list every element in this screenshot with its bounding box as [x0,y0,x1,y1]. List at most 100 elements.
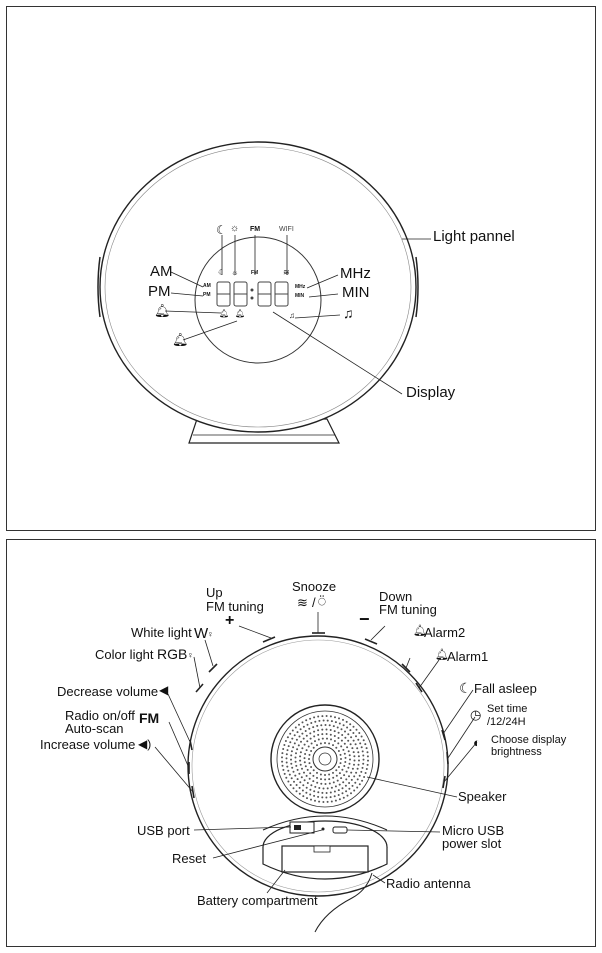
speaker-grille-hole [342,796,345,799]
auto-scan-label: Auto-scan [65,721,124,736]
speaker-grille-hole [335,774,338,777]
speaker-grille-hole [363,776,366,778]
speaker-grille-hole [342,781,345,784]
speaker-grille-hole [340,739,343,742]
speaker-grille-hole [304,765,307,768]
speaker-grille-hole [324,724,327,726]
speaker-grille-hole [286,736,289,739]
speaker-grille-hole [362,758,365,761]
speaker-grille-hole [357,755,360,758]
speaker-grille [281,715,369,803]
fall-asleep-label: Fall asleep [474,681,537,696]
speaker-grille-hole [333,740,336,742]
speaker-grille-hole [354,743,357,746]
speaker-grille-hole [312,769,315,772]
speaker-grille-hole [321,791,324,794]
rgb-symbol: RGB [157,646,188,662]
speaker-grille-hole [360,770,363,773]
speaker-grille-hole [326,737,328,740]
speaker-grille-hole [364,743,367,746]
speaker-grille-hole [298,786,301,789]
up-label: Up [206,585,223,600]
speaker-grille-hole [340,758,342,760]
bottom-diagram-drawing [154,612,478,933]
decrease-volume-label: Decrease volume [57,684,159,699]
speaker-grille-hole [290,777,293,780]
speaker-grille-hole [298,735,301,738]
speaker-grille-hole [366,755,369,758]
speaker-grille-hole [324,778,327,781]
speaker-grille-hole [317,791,320,794]
speaker-grille-hole [285,753,288,756]
speaker-grille-hole [304,730,307,732]
speaker-grille-hole [336,779,339,782]
speaker-grille-hole [330,800,333,803]
speaker-grille-hole [328,778,331,781]
speaker-grille-hole [293,742,296,745]
clock-icon: ◷ [470,707,482,722]
speaker-grille-hole [318,800,321,803]
speaker-grille-hole [364,772,367,774]
speaker-grille-hole [338,772,341,775]
speaker-grille-hole [295,790,298,793]
speaker-low-icon: ◀ [159,683,169,697]
speaker-grille-hole [292,770,295,773]
speaker-grille-hole [286,765,289,768]
speaker-grille-hole [305,786,308,789]
snooze-label: Snooze [292,579,337,594]
speaker-grille-hole [281,760,284,763]
speaker-grille-hole [309,793,312,796]
speaker-grille-hole [334,716,336,719]
speaker-grille-hole [338,717,340,720]
music-small-icon: ♫ [289,311,295,320]
speaker-grille-hole [308,727,311,730]
speaker-grille-hole [313,716,316,719]
speaker-grille-hole [309,737,312,740]
white-symbol: W [194,625,209,642]
speaker-grille-hole [358,759,360,762]
speaker-grille-hole [357,738,360,741]
speaker-grille-hole [362,754,365,757]
speaker-grille-hole [316,724,319,727]
speaker-grille-hole [298,772,301,775]
speaker-grille-hole [343,752,346,755]
speaker-grille-hole [303,761,306,764]
speaker-grille-hole [320,782,323,785]
speaker-grille-hole [326,787,329,790]
radio-on-off-label: Radio on/off [65,708,135,723]
speaker-grille-hole [342,718,344,721]
speaker-grille-hole [353,775,356,778]
speaker-grille-hole [292,787,295,790]
speaker-grille-hole [322,719,325,722]
speaker-grille-hole [316,781,319,784]
speaker-grille-hole [350,778,353,781]
bottom-diagram-panel: Up FM tuning + Snooze ≋ / ⍥ Down FM tuni… [6,539,596,947]
speaker-grille-hole [325,796,328,799]
sun-icon: ☼ [230,223,240,234]
speaker-grille-hole [303,771,305,774]
speaker-grille-hole [282,768,285,771]
speaker-grille-hole [346,726,349,729]
speaker-grille-hole [358,774,361,777]
speaker-grille-hole [285,776,288,779]
speaker-grille-hole [308,762,311,765]
speaker-grille-hole [349,743,352,746]
speaker-grille-hole [342,748,345,751]
speaker-grille-hole [281,756,283,759]
usb-port-shape [289,821,315,834]
speaker-grille-hole [333,735,336,737]
speaker-grille-hole [285,757,288,760]
speaker-grille-hole [332,781,335,784]
choose-display-label: Choose display [491,734,567,746]
speaker-grille-hole [338,722,341,725]
light-panel-label: Light pannel [433,228,515,245]
speaker-grille-hole [345,778,348,781]
speaker-grille-hole [325,715,328,717]
speaker-grille-hole [298,723,300,726]
speaker-grille-hole [338,783,341,786]
speaker-grille-hole [294,774,297,777]
speaker-grille-hole [332,725,335,728]
speaker-grille-hole [355,735,357,738]
speaker-grille-hole [314,740,316,743]
speaker-grille-hole [362,762,365,765]
